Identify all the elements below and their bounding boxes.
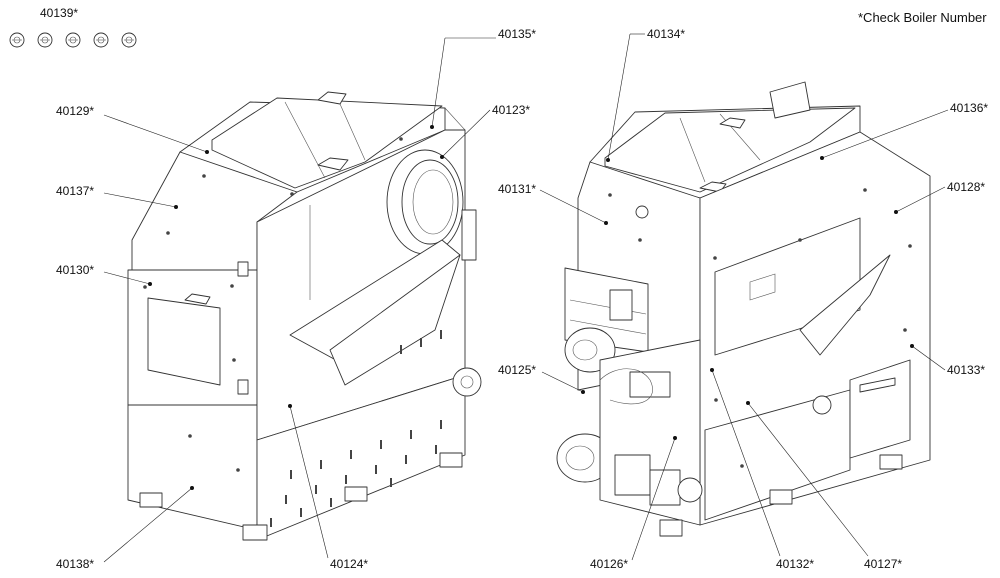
side-bracket (461, 209, 477, 261)
rear-chute (799, 254, 891, 356)
leader-line-40125 (541, 371, 584, 393)
leader-line-40138 (103, 487, 193, 563)
callout-dot (910, 344, 914, 348)
callout-dot (440, 155, 444, 159)
part-label-40137: 40137* (56, 184, 94, 198)
callout-dot (604, 221, 608, 225)
callout-dot (205, 150, 209, 154)
callout-dot (894, 210, 898, 214)
part-label-40135: 40135* (498, 27, 536, 41)
callout-dot (430, 125, 434, 129)
washer-icons (9, 32, 137, 48)
lid-handle-icon (317, 91, 347, 105)
fan-icon (452, 367, 482, 397)
leader-line-40127 (747, 402, 869, 557)
part-labels: *Check Boiler Number 40139* 40135* 40129… (40, 6, 988, 571)
part-label-40127: 40127* (864, 557, 902, 571)
part-label-40136: 40136* (950, 101, 988, 115)
washer-icon (9, 32, 25, 48)
lower-side-panel (127, 404, 258, 531)
door-handle-icon (184, 293, 211, 305)
chute-plate (329, 254, 461, 386)
part-label-40131: 40131* (498, 182, 536, 196)
washer-icon (121, 32, 137, 48)
part-label-40128: 40128* (947, 180, 985, 194)
part-label-40125: 40125* (498, 363, 536, 377)
rear-top-bracket (769, 81, 811, 119)
part-label-40123: 40123* (492, 103, 530, 117)
panel-label (749, 273, 776, 301)
washer-icon (93, 32, 109, 48)
callout-dot (174, 205, 178, 209)
part-label-40132: 40132* (776, 557, 814, 571)
callout-dot (148, 282, 152, 286)
part-label-40133: 40133* (947, 363, 985, 377)
top-lid (211, 97, 443, 189)
callout-dot (581, 390, 585, 394)
leader-line-40137 (103, 192, 177, 208)
gearbox-icon (649, 469, 681, 506)
washer-icon (65, 32, 81, 48)
leader-line-40126 (631, 437, 676, 561)
part-label-40134: 40134* (647, 27, 685, 41)
part-label-40126: 40126* (590, 557, 628, 571)
leader-line-40136 (821, 109, 949, 159)
leader-line-40132 (711, 369, 781, 557)
callout-dot (673, 436, 677, 440)
foot (769, 489, 793, 505)
callout-dot (820, 156, 824, 160)
part-label-40138: 40138* (56, 557, 94, 571)
leader-line-40134 (607, 33, 631, 161)
boiler-front-view (127, 91, 482, 541)
foot (879, 454, 903, 470)
leader-lines (103, 33, 949, 563)
callout-dot (746, 401, 750, 405)
part-label-40130: 40130* (56, 263, 94, 277)
lid-handle-icon (317, 157, 349, 171)
hinge-icon (237, 379, 249, 395)
gear-motor-icon (677, 477, 703, 503)
leader-line-40123 (441, 109, 491, 158)
lower-door (704, 389, 851, 521)
port-icon (812, 395, 832, 415)
motor-icon (614, 454, 651, 496)
leader-line-40129 (103, 114, 208, 153)
part-label-40139: 40139* (40, 6, 78, 20)
hinge-icon (237, 261, 249, 277)
foot (242, 524, 268, 541)
sight-port (635, 205, 649, 219)
foot (439, 452, 463, 468)
leader-line-40130 (103, 271, 151, 285)
pipe-fitting (629, 371, 671, 398)
leader-line-40131 (539, 189, 607, 224)
foot (659, 519, 683, 537)
leader-line-40135 (431, 37, 446, 128)
washer-icon (37, 32, 53, 48)
rear-top-lid (604, 107, 856, 193)
part-label-40129: 40129* (56, 104, 94, 118)
callout-dot (710, 368, 714, 372)
vent-slots (270, 330, 442, 527)
boiler-rear-view (556, 81, 931, 537)
door-handle-icon (859, 377, 896, 393)
callout-dot (190, 486, 194, 490)
lid-handle-icon (719, 117, 746, 129)
callout-dot (288, 404, 292, 408)
foot (344, 486, 368, 502)
cleaning-door (147, 297, 221, 386)
part-label-40124: 40124* (330, 557, 368, 571)
bottom-front-panel (256, 374, 466, 541)
leader-line-40133 (911, 345, 946, 371)
leader-line-40128 (895, 186, 946, 213)
callout-dot (606, 158, 610, 162)
leader-line-40124 (289, 405, 329, 559)
valve-icon (609, 289, 633, 321)
foot (139, 492, 163, 508)
check-boiler-note: *Check Boiler Number (858, 10, 987, 25)
